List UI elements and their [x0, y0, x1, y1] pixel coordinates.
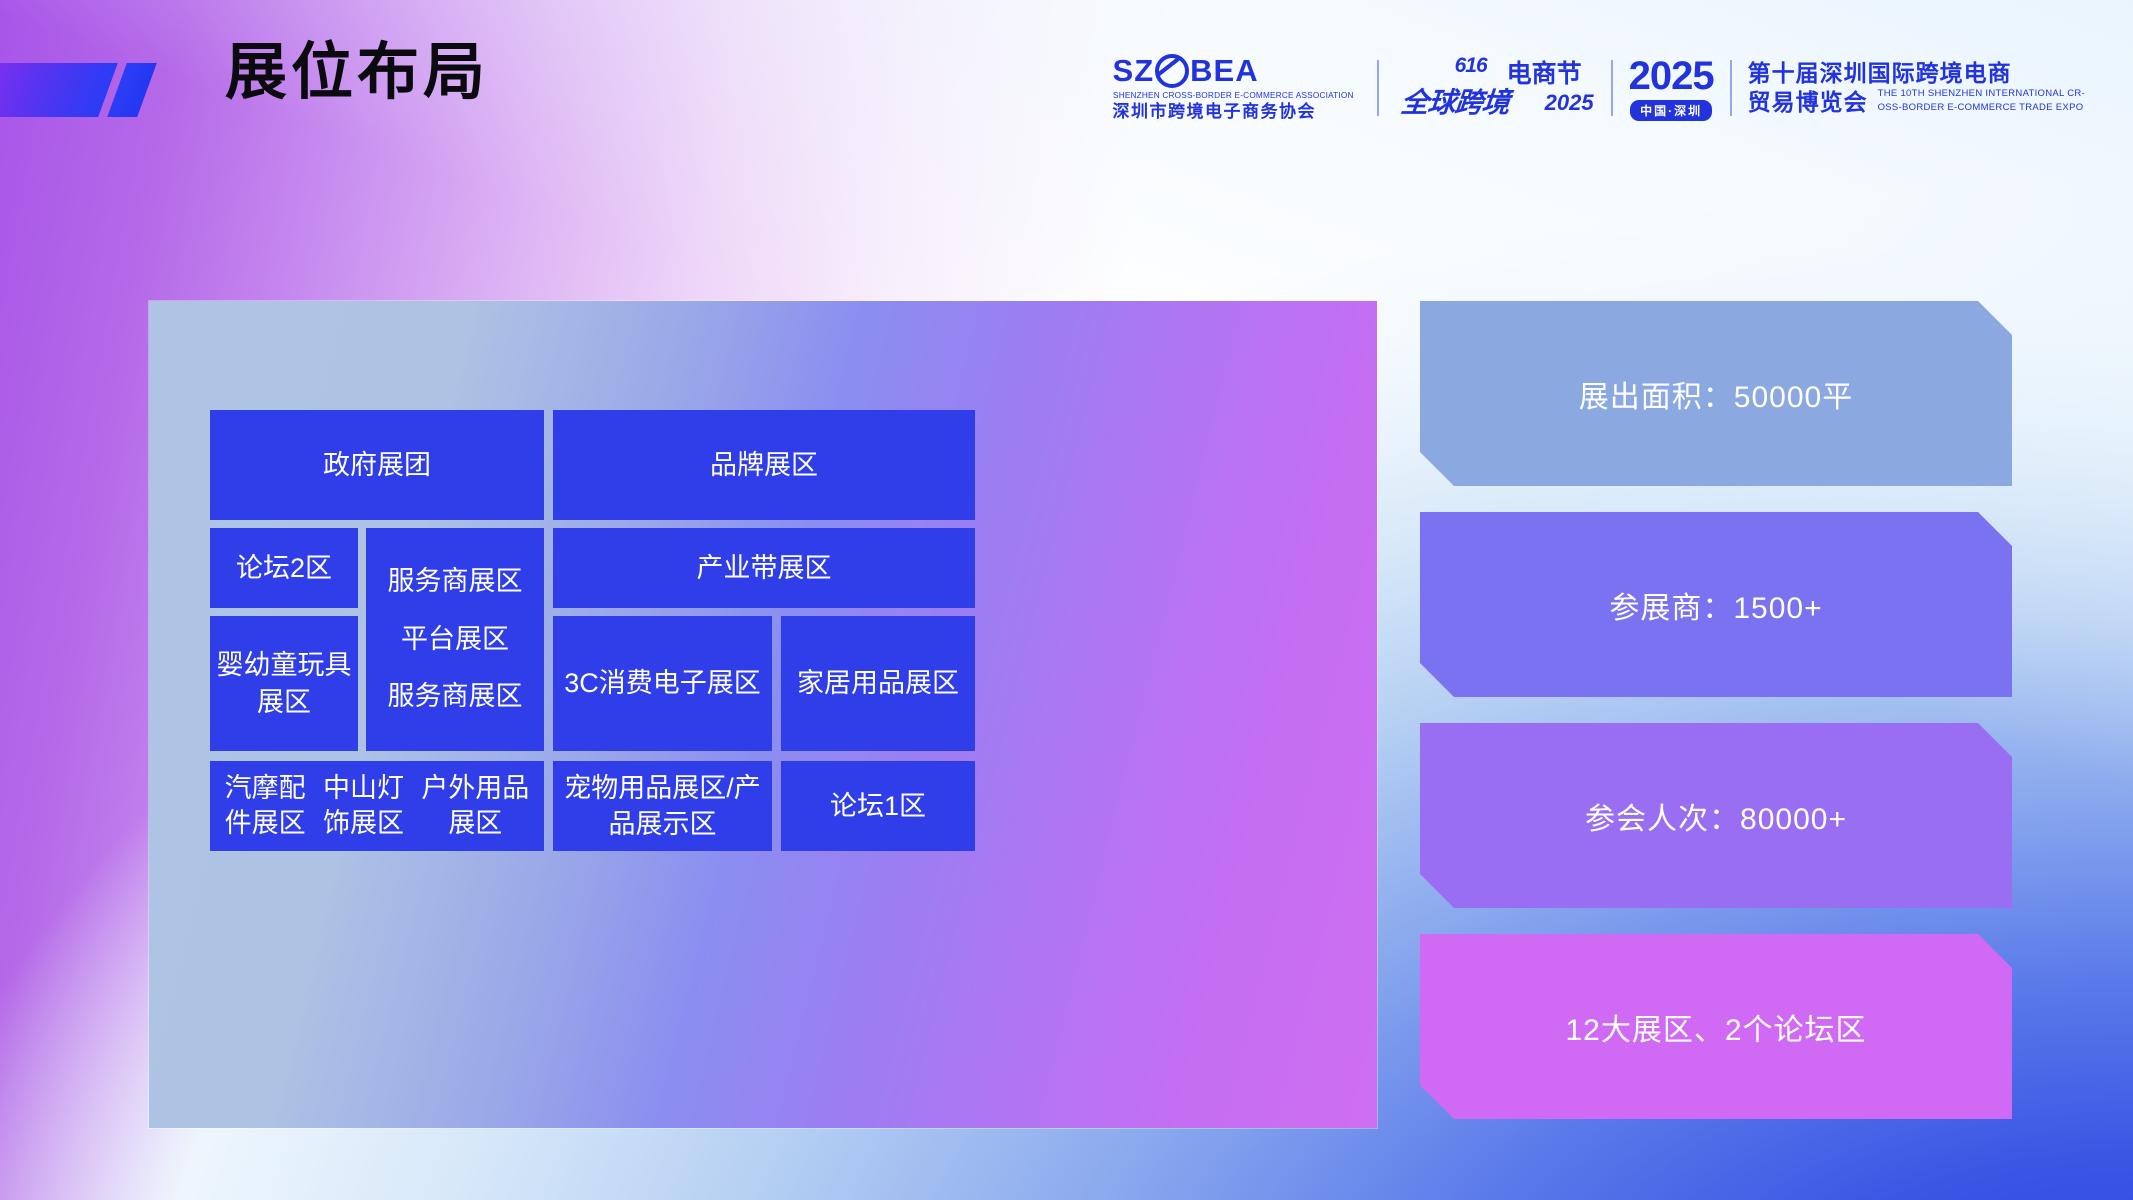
festival-logo: 616 电商节 全球跨境 2025: [1395, 54, 1595, 122]
expo-name-row2: 贸易博览会 THE 10TH SHENZHEN INTERNATIONAL CR…: [1748, 88, 2085, 118]
zone-industry-belt[interactable]: 产业带展区: [553, 528, 975, 608]
zone-label: 平台展区: [401, 623, 509, 654]
zone-baby-toys[interactable]: 婴幼童玩具展区: [210, 616, 358, 751]
expo-name-block: 第十届深圳国际跨境电商 贸易博览会 THE 10TH SHENZHEN INTE…: [1748, 59, 2085, 117]
zone-forum-1[interactable]: 论坛1区: [781, 761, 975, 851]
expo-name-line2: 贸易博览会: [1747, 89, 1868, 116]
stat-label: 参展商：1500+: [1609, 591, 1823, 625]
association-logo: SZ BEA SHENZHEN CROSS-BORDER E-COMMERCE …: [1113, 53, 1361, 123]
zone-auto-parts: 汽摩配 件展区: [224, 772, 306, 838]
brand-divider-3: [1729, 60, 1732, 116]
brand-divider-2: [1610, 60, 1613, 116]
zone-label: 服务商展区: [387, 681, 523, 712]
stat-label: 12大展区、2个论坛区: [1565, 1013, 1867, 1047]
zone-3c-electronics[interactable]: 3C消费电子展区: [553, 616, 772, 751]
expo-name-line1: 第十届深圳国际跨境电商: [1747, 59, 2012, 86]
zone-zhongshan-lighting: 中山灯 饰展区: [322, 772, 404, 838]
zone-label: 论坛2区: [235, 552, 333, 583]
zone-home-goods[interactable]: 家居用品展区: [781, 616, 975, 751]
stat-card-exhibitors[interactable]: 参展商：1500+: [1420, 512, 2012, 697]
zone-brand[interactable]: 品牌展区: [553, 410, 975, 520]
stat-card-visitors[interactable]: 参会人次：80000+: [1420, 723, 2012, 908]
festival-date: 616: [1454, 54, 1488, 77]
year-badge: 2025 中国·深圳: [1628, 53, 1715, 121]
expo-english-line2: OSS-BORDER E-COMMERCE TRADE EXPO: [1877, 102, 2084, 114]
zone-government-delegation[interactable]: 政府展团: [210, 410, 544, 520]
zone-label: 品牌展区: [710, 449, 818, 480]
association-wordmark-right: BEA: [1190, 52, 1259, 88]
stat-label: 展出面积：50000平: [1578, 380, 1854, 414]
zone-pet-products[interactable]: 宠物用品展区/产品展示区: [553, 761, 772, 851]
slide-header: 展位布局 SZ BEA SHENZHEN CROSS-BORDER E-COMM…: [0, 0, 2133, 170]
stats-column: 展出面积：50000平 参展商：1500+ 参会人次：80000+ 12大展区、…: [1420, 301, 2012, 1128]
brand-divider-1: [1376, 60, 1379, 116]
zone-label: 宠物用品展区/产品展示区: [564, 772, 761, 839]
expo-english-line1: THE 10TH SHENZHEN INTERNATIONAL CR-: [1877, 87, 2085, 99]
association-wordmark-left: SZ: [1112, 52, 1155, 88]
page-title: 展位布局: [225, 38, 490, 107]
zone-label: 产业带展区: [696, 552, 832, 583]
zone-label: 婴幼童玩具展区: [216, 650, 352, 717]
association-chinese-name: 深圳市跨境电子商务协会: [1112, 102, 1317, 122]
stat-card-zone-count[interactable]: 12大展区、2个论坛区: [1420, 934, 2012, 1119]
brand-lockup: SZ BEA SHENZHEN CROSS-BORDER E-COMMERCE …: [1113, 52, 2085, 124]
zone-label: 论坛1区: [829, 790, 927, 821]
year-number: 2025: [1628, 53, 1715, 98]
festival-top-line: 电商节: [1506, 60, 1582, 88]
festival-bottom-line: 全球跨境: [1398, 87, 1511, 118]
zone-label: 政府展团: [323, 449, 431, 480]
zone-label: 服务商展区: [387, 566, 523, 597]
zone-label: 家居用品展区: [797, 668, 959, 699]
crossed-circle-icon: [1155, 54, 1190, 89]
zone-forum-2[interactable]: 论坛2区: [210, 528, 358, 608]
zone-service-provider-stack[interactable]: 服务商展区 平台展区 服务商展区: [366, 528, 544, 751]
zone-grid: 政府展团 品牌展区 论坛2区 服务商展区 平台展区 服务商展区 产业带展区 婴幼…: [210, 410, 1316, 1019]
association-english-name: SHENZHEN CROSS-BORDER E-COMMERCE ASSOCIA…: [1112, 90, 1354, 101]
title-slash-decoration: [0, 63, 180, 117]
floorplan-panel: 政府展团 品牌展区 论坛2区 服务商展区 平台展区 服务商展区 产业带展区 婴幼…: [149, 301, 1377, 1128]
year-location: 中国·深圳: [1630, 99, 1713, 121]
festival-year: 2025: [1544, 90, 1594, 115]
stat-card-exhibition-area[interactable]: 展出面积：50000平: [1420, 301, 2012, 486]
association-wordmark: SZ BEA: [1112, 52, 1361, 89]
slash-shape-large: [0, 63, 118, 117]
expo-english-name: THE 10TH SHENZHEN INTERNATIONAL CR- OSS-…: [1878, 88, 2085, 118]
zone-outdoor-goods: 户外用品 展区: [421, 772, 530, 838]
stat-label: 参会人次：80000+: [1585, 802, 1847, 836]
zone-bottom-row-group[interactable]: 汽摩配 件展区 中山灯 饰展区 户外用品 展区: [210, 761, 544, 851]
zone-label: 3C消费电子展区: [564, 668, 761, 699]
